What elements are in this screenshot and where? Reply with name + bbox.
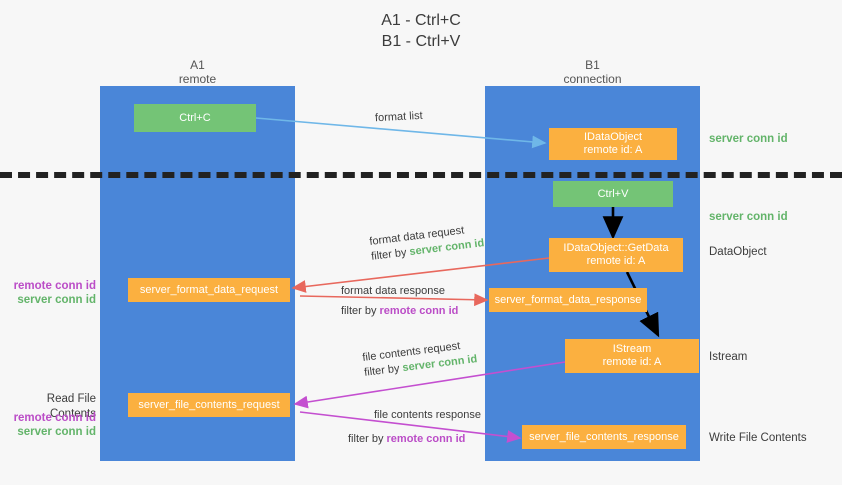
edge-file-contents-response-main: file contents response — [374, 409, 482, 421]
annotation-read-file-contents: Read File Contents — [46, 393, 96, 420]
box-ctrl-v-label: Ctrl+V — [597, 187, 629, 200]
annotation-left-remote-conn-id-2: remote conn id — [13, 412, 96, 424]
box-server-file-contents-response-label: server_file_contents_response — [529, 430, 679, 443]
arrow-format-data-request — [291, 257, 550, 293]
edge-label-format-list-text: format list — [374, 109, 423, 125]
box-ctrl-c-label: Ctrl+C — [179, 111, 211, 124]
edge-format-data-response-filter: filter by remote conn id — [341, 304, 458, 319]
box-server-file-contents-response[interactable]: server_file_contents_response — [522, 425, 686, 449]
edge-file-contents-response-filter-value: remote conn id — [386, 433, 466, 445]
lane-a1-name: A1 — [190, 58, 205, 72]
box-istream-line1: IStream — [612, 343, 652, 355]
edge-format-data-request-filter-prefix: filter by — [370, 246, 411, 263]
annotation-left-server-conn-id-2: server conn id — [17, 426, 96, 438]
title-line-1: A1 - Ctrl+C — [381, 12, 461, 29]
box-getdata[interactable]: IDataObject::GetData remote id: A — [549, 238, 683, 272]
box-idataobject-line1: IDataObject — [583, 131, 643, 143]
edge-format-data-response-filter-value: remote conn id — [379, 305, 459, 317]
arrow-file-contents-response — [299, 411, 522, 443]
box-server-file-contents-request[interactable]: server_file_contents_request — [128, 393, 290, 417]
lane-header-b1: B1 connection — [485, 58, 700, 86]
annotation-right-server-conn-id-2: server conn id — [709, 211, 788, 223]
arrow-format-data-response — [299, 293, 489, 307]
box-istream[interactable]: IStream remote id: A — [565, 339, 699, 373]
title-line-2: B1 - Ctrl+V — [381, 33, 461, 50]
box-ctrl-v[interactable]: Ctrl+V — [553, 181, 673, 207]
annotation-left-server-conn-id-1: server conn id — [17, 294, 96, 306]
box-server-format-data-response[interactable]: server_format_data_response — [489, 288, 647, 312]
edge-file-contents-response-filter: filter by remote conn id — [348, 432, 481, 447]
box-getdata-line2: remote id: A — [586, 255, 646, 267]
box-idataobject[interactable]: IDataObject remote id: A — [549, 128, 677, 160]
edge-label-format-data-response: format data response filter by remote co… — [341, 284, 458, 319]
annotation-right-server-conn-id-1: server conn id — [709, 133, 788, 145]
lane-a1-sub: remote — [178, 72, 217, 86]
annotation-left-remote-conn-id-1: remote conn id — [13, 280, 96, 292]
edge-format-data-response-main: format data response — [341, 285, 445, 297]
lane-b1-sub: connection — [563, 72, 622, 86]
lane-b1-name: B1 — [585, 58, 600, 72]
phase-divider — [0, 172, 842, 178]
annotation-istream: Istream — [709, 351, 748, 363]
box-server-file-contents-request-label: server_file_contents_request — [138, 398, 280, 411]
edge-label-file-contents-response: file contents response filter by remote … — [348, 408, 482, 447]
box-istream-line2: remote id: A — [602, 356, 662, 368]
edge-file-contents-response-filter-prefix: filter by — [348, 433, 387, 445]
box-server-format-data-request[interactable]: server_format_data_request — [128, 278, 290, 302]
arrow-format-list — [255, 117, 547, 149]
box-server-format-data-response-label: server_format_data_response — [494, 293, 642, 306]
arrow-file-contents-request — [293, 361, 566, 409]
box-server-format-data-request-label: server_format_data_request — [139, 283, 279, 296]
box-ctrl-c[interactable]: Ctrl+C — [134, 104, 256, 132]
annotation-write-file-contents: Write File Contents — [709, 432, 807, 444]
edge-label-format-list: format list — [375, 109, 423, 126]
edge-format-data-response-filter-prefix: filter by — [341, 305, 380, 317]
box-getdata-line1: IDataObject::GetData — [563, 242, 669, 254]
edge-file-contents-request-filter-prefix: filter by — [363, 362, 404, 379]
annotation-dataobject: DataObject — [709, 246, 767, 258]
box-idataobject-line2: remote id: A — [583, 144, 643, 156]
lane-header-a1: A1 remote — [100, 58, 295, 86]
page-title: A1 - Ctrl+C B1 - Ctrl+V — [0, 10, 842, 52]
